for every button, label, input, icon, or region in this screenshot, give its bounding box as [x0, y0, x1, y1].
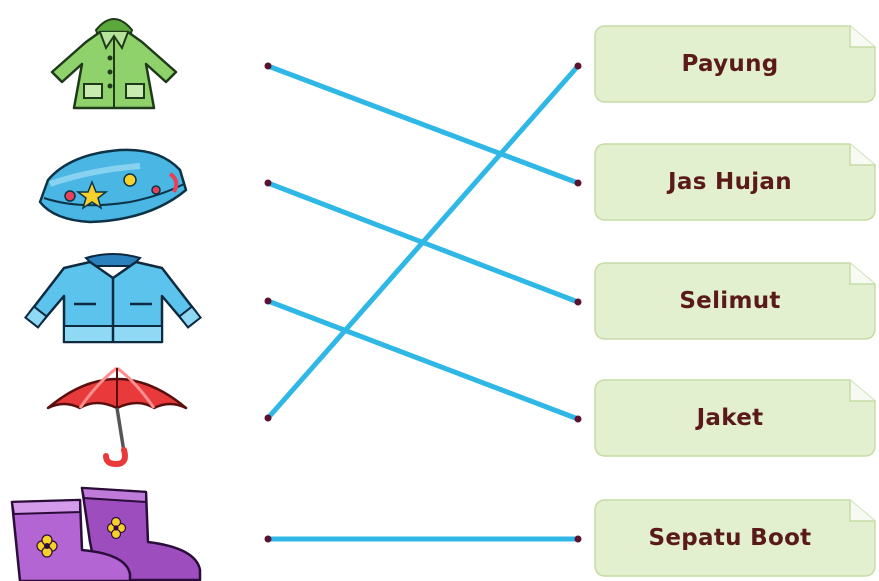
card-shape	[594, 25, 876, 103]
match-line-raincoat-jashujan	[265, 63, 581, 186]
left-dot-3[interactable]	[264, 297, 272, 305]
jacket-icon[interactable]	[24, 248, 202, 348]
right-dot-2[interactable]	[574, 179, 582, 187]
left-dot-2[interactable]	[264, 179, 272, 187]
blanket-icon[interactable]	[30, 140, 195, 230]
label-card-jaket[interactable]: Jaket	[594, 379, 876, 457]
left-dot-4[interactable]	[264, 414, 272, 422]
label-card-jas-hujan[interactable]: Jas Hujan	[594, 143, 876, 221]
label-card-sepatu-boot[interactable]: Sepatu Boot	[594, 499, 876, 577]
right-dot-4[interactable]	[574, 415, 582, 423]
flower-icon	[36, 534, 58, 558]
label-card-selimut[interactable]: Selimut	[594, 262, 876, 340]
raincoat-icon[interactable]	[44, 8, 184, 118]
right-dot-5[interactable]	[574, 535, 582, 543]
rain-boots-icon[interactable]	[6, 482, 206, 581]
card-shape	[594, 143, 876, 221]
left-dot-5[interactable]	[264, 535, 272, 543]
label-text: Payung	[681, 51, 779, 77]
umbrella-icon[interactable]	[42, 360, 192, 470]
label-text: Selimut	[679, 288, 781, 314]
card-shape	[594, 379, 876, 457]
left-dot-1[interactable]	[264, 62, 272, 70]
label-card-payung[interactable]: Payung	[594, 25, 876, 103]
match-line-jacket-jaket	[265, 298, 581, 422]
match-line-umbrella-payung	[265, 63, 581, 421]
label-text: Jaket	[696, 405, 764, 431]
label-text: Sepatu Boot	[648, 525, 812, 551]
flower-icon	[106, 516, 127, 540]
card-shape	[594, 262, 876, 340]
label-text: Jas Hujan	[668, 169, 792, 195]
right-dot-1[interactable]	[574, 62, 582, 70]
right-dot-3[interactable]	[574, 298, 582, 306]
card-shape	[594, 499, 876, 577]
